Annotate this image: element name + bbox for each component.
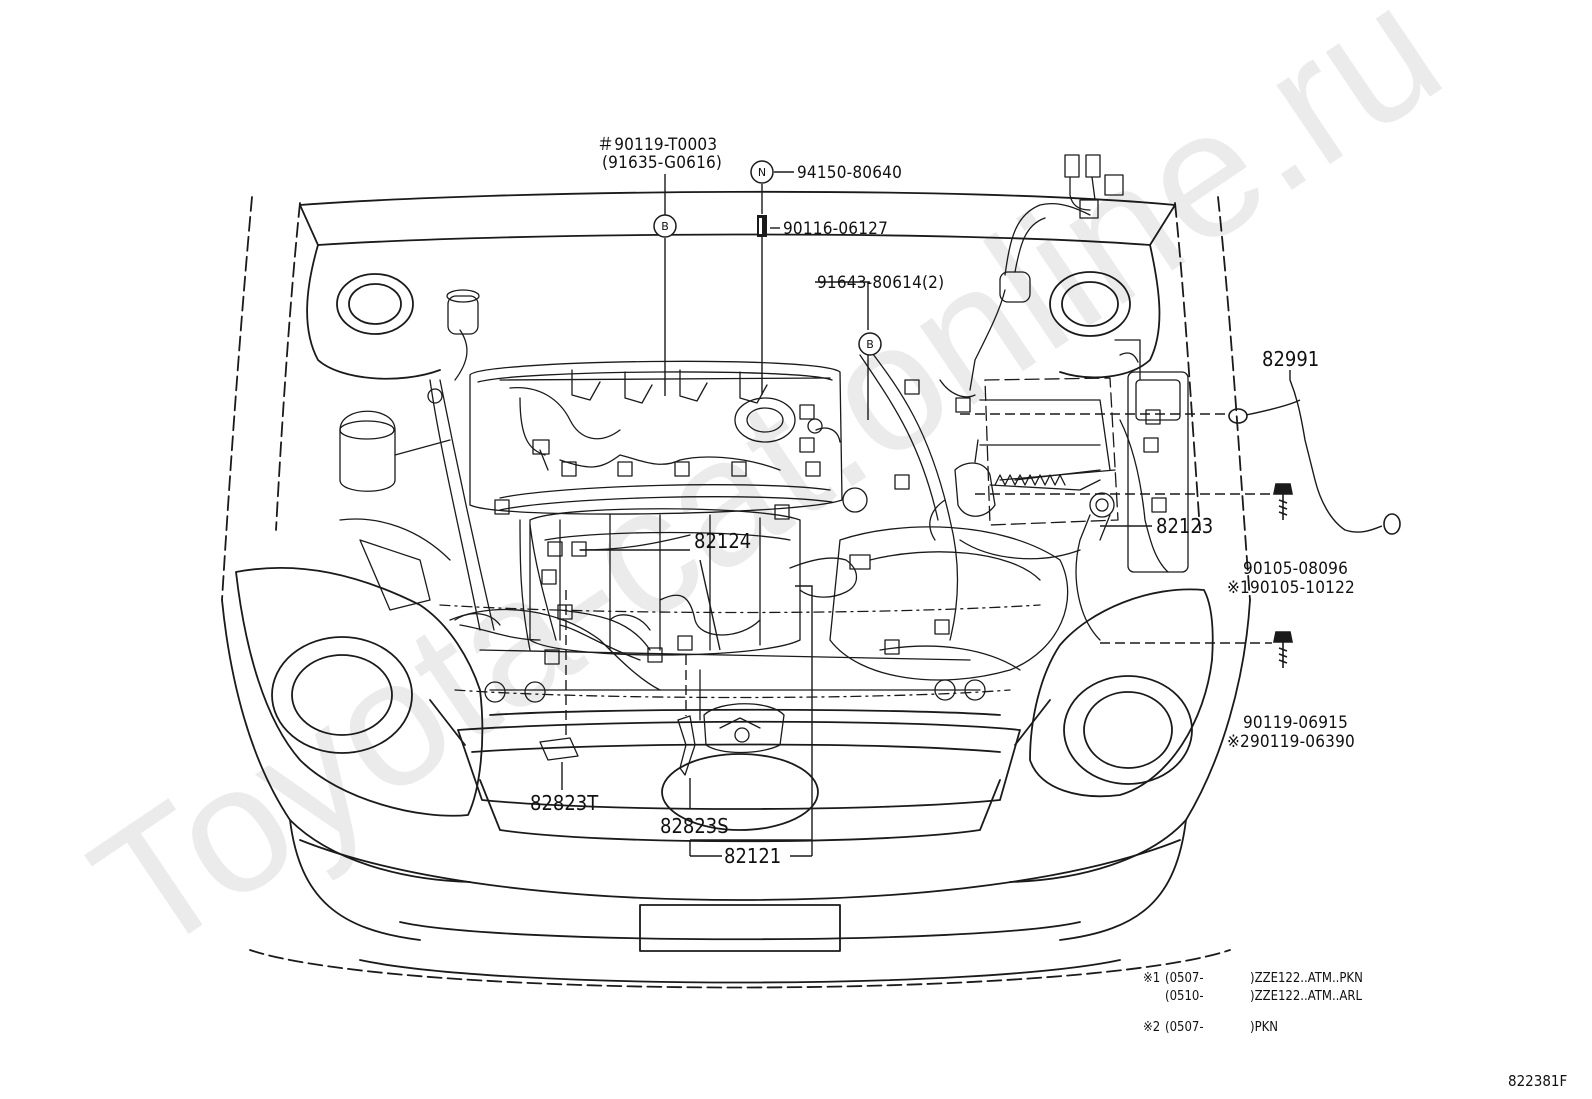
label-90116-06127: 90116-06127 xyxy=(783,219,888,239)
note-2-date: (0507- xyxy=(1165,1020,1204,1035)
note-1-mark: ※1 xyxy=(1143,971,1160,986)
leader-lines xyxy=(561,171,1401,857)
part-labels: ＃90119-T0003 (91635-G0616) 94150-80640 9… xyxy=(530,135,1355,868)
clip-90116-icon xyxy=(757,215,767,237)
label-91635-g0616: (91635-G0616) xyxy=(602,153,722,173)
label-90105-08096: 90105-08096 xyxy=(1243,559,1348,579)
engine-bay-components xyxy=(339,154,1189,776)
vehicle-outline xyxy=(221,190,1251,989)
marker-b-label: B xyxy=(661,220,669,233)
marker-n-icon: N xyxy=(750,160,774,184)
label-82823s: 82823S xyxy=(660,814,729,838)
label-82124: 82124 xyxy=(694,529,751,553)
label-82823t: 82823T xyxy=(530,791,599,815)
note-1a-date: (0507- xyxy=(1165,971,1204,986)
note-1b-desc: )ZZE122..ATM..ARL xyxy=(1250,989,1362,1004)
note-1a-desc: )ZZE122..ATM..PKN xyxy=(1250,971,1363,986)
note-1b-date: (0510- xyxy=(1165,989,1204,1004)
bolt-90119-icon xyxy=(1273,631,1293,668)
marker-b-label: B xyxy=(866,338,874,351)
applicability-notes: ※1 (0507- )ZZE122..ATM..PKN (0510- )ZZE1… xyxy=(1143,971,1363,1035)
marker-b-mid-icon: B xyxy=(858,332,882,356)
label-91643-80614: 91643-80614(2) xyxy=(817,273,944,293)
label-82123: 82123 xyxy=(1156,514,1213,538)
label-90119-t0003: ＃90119-T0003 xyxy=(597,135,717,155)
marker-b-top-icon: B xyxy=(653,214,677,238)
label-90119-06915: 90119-06915 xyxy=(1243,713,1348,733)
marker-n-label: N xyxy=(758,166,766,179)
label-82991: 82991 xyxy=(1262,347,1319,371)
label-82121: 82121 xyxy=(724,844,781,868)
diagram-code: 822381F xyxy=(1508,1072,1567,1090)
note-2-desc: )PKN xyxy=(1250,1020,1278,1035)
label-94150-80640: 94150-80640 xyxy=(797,163,902,183)
bolt-90105-icon xyxy=(1273,483,1293,520)
label-90119-06390: ※290119-06390 xyxy=(1227,732,1355,752)
note-2-mark: ※2 xyxy=(1143,1020,1160,1035)
label-90105-10122: ※190105-10122 xyxy=(1227,578,1355,598)
